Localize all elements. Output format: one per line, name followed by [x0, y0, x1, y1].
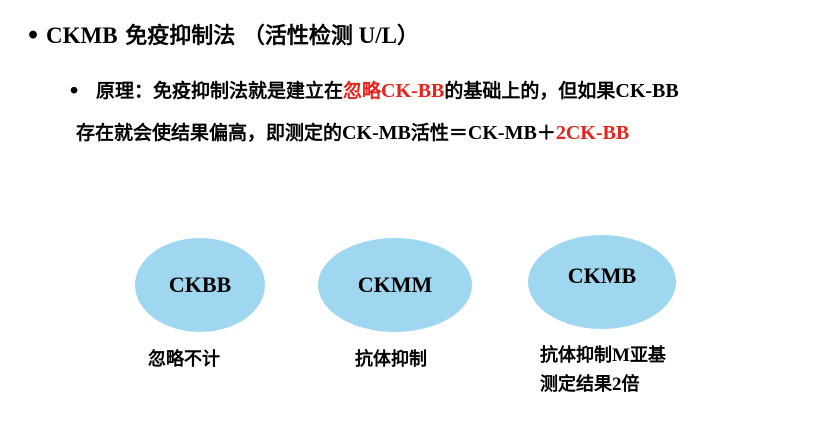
principle-latin3: CK-MB	[342, 122, 411, 144]
heading-close: ）	[396, 23, 419, 49]
ckmb-caption-2-cn: 测定结果	[540, 374, 612, 395]
ckmb-caption-line-1: 抗体抑制M亚基	[540, 341, 666, 370]
principle-latin2: CK-BB	[615, 80, 679, 102]
heading: •CKMB 免疫抑制法 （活性检测 U/L）	[26, 18, 419, 50]
principle-part1: 原理：免疫抑制法就是建立在	[96, 80, 344, 102]
ckmb-label: CKMB	[567, 263, 637, 288]
heading-ckmb: CKMB	[46, 23, 118, 48]
ckmm-caption: 抗体抑制	[355, 349, 427, 370]
ckbb-label: CKBB	[168, 272, 232, 297]
principle-line2-part2: 活性＝	[410, 122, 468, 144]
principle-red-formula: 2CK-BB	[555, 122, 630, 144]
heading-bullet: •	[26, 23, 41, 49]
principle-part2: 的基础上的，但如果	[444, 80, 616, 102]
ckmb-caption-2-latin: 2	[612, 374, 622, 395]
principle-latin4: CK-MB	[467, 122, 537, 144]
ckmb-ellipse: CKMB	[528, 235, 676, 329]
principle-plus: ＋	[536, 122, 556, 144]
ckmm-ellipse: CKMM	[318, 238, 472, 332]
heading-text: 免疫抑制法 （活性检测	[117, 23, 353, 49]
ckmb-caption-line-2: 测定结果2倍	[540, 370, 666, 399]
principle-red-cn: 忽略	[343, 80, 382, 102]
ckbb-ellipse: CKBB	[135, 238, 265, 332]
ckmb-caption-2-rest: 倍	[621, 374, 640, 395]
ckmb-caption-1-latin: M	[612, 345, 630, 366]
ckmb-caption-1-cn: 抗体抑制	[540, 345, 612, 366]
principle-line-1: 原理：免疫抑制法就是建立在忽略CK-BB的基础上的，但如果CK-BB	[76, 70, 806, 112]
ckmb-caption-1-rest: 亚基	[629, 345, 666, 366]
principle-line-2: 存在就会使结果偏高，即测定的CK-MB活性＝CK-MB＋2CK-BB	[76, 112, 806, 154]
ckmb-caption: 抗体抑制M亚基 测定结果2倍	[540, 341, 666, 399]
heading-unit: U/L	[352, 23, 397, 48]
principle-bullet: •	[68, 80, 81, 102]
principle-red-latin: CK-BB	[381, 80, 445, 102]
principle-paragraph: • 原理：免疫抑制法就是建立在忽略CK-BB的基础上的，但如果CK-BB 存在就…	[68, 70, 806, 154]
ckmm-label: CKMM	[357, 272, 433, 297]
principle-line2-part1: 存在就会使结果偏高，即测定的	[76, 122, 343, 144]
ckbb-caption: 忽略不计	[148, 349, 220, 370]
